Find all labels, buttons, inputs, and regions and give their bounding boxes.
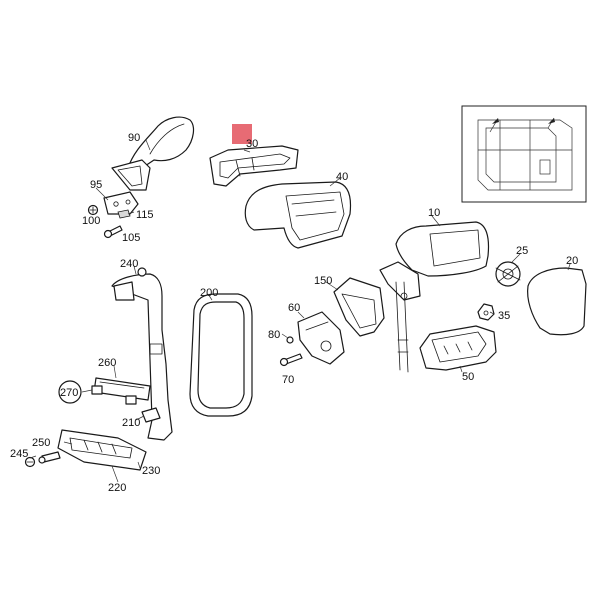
part-40-mirror-housing — [244, 181, 352, 249]
part-90-mirror-arm — [111, 116, 195, 191]
callout-90: 90 — [128, 132, 140, 144]
callout-10: 10 — [428, 207, 440, 219]
callout-60: 60 — [288, 302, 300, 314]
callout-70: 70 — [282, 374, 294, 386]
callout-270: 270 — [60, 387, 78, 399]
part-10-mirror-base — [379, 221, 490, 373]
callout-200: 200 — [200, 287, 218, 299]
leader-lines — [29, 139, 571, 483]
callout-245: 245 — [10, 448, 28, 460]
callout-220: 220 — [108, 482, 126, 494]
callout-50: 50 — [462, 371, 474, 383]
part-95-plate — [103, 191, 139, 219]
part-25-motor — [495, 261, 521, 287]
callout-260: 260 — [98, 357, 116, 369]
vehicle-inset — [461, 105, 587, 203]
callout-240: 240 — [120, 258, 138, 270]
callout-100: 100 — [82, 215, 100, 227]
part-60-bracket — [297, 311, 345, 365]
part-100-screw — [87, 204, 99, 216]
callout-80: 80 — [268, 329, 280, 341]
callout-95: 95 — [90, 179, 102, 191]
part-70-screw — [279, 353, 303, 367]
callout-230: 230 — [142, 465, 160, 477]
callout-35: 35 — [498, 310, 510, 322]
callout-25: 25 — [516, 245, 528, 257]
part-200-seal-frame — [189, 293, 253, 417]
part-220-base-plate — [57, 429, 147, 471]
part-150-cover — [333, 277, 385, 337]
part-105-bolt — [103, 225, 123, 239]
part-80-screw — [286, 336, 294, 344]
callout-115: 115 — [136, 209, 154, 221]
part-245-nut — [24, 456, 36, 468]
callout-210: 210 — [122, 417, 140, 429]
part-30-cover-trim — [209, 124, 299, 187]
highlight-marker — [232, 124, 252, 144]
callout-20: 20 — [566, 255, 578, 267]
part-240-support-rod — [111, 267, 173, 441]
part-20-mirror-glass — [527, 267, 587, 336]
part-250-washer — [38, 451, 61, 464]
part-210-clip — [141, 407, 161, 423]
callout-30: 30 — [246, 138, 258, 150]
callout-labels: 90 30 40 95 115 100 105 10 25 20 240 200… — [10, 132, 578, 494]
part-50-lower-housing — [419, 325, 497, 371]
callout-105: 105 — [122, 232, 140, 244]
part-35-clip — [477, 303, 495, 321]
callout-150: 150 — [314, 275, 332, 287]
callout-250: 250 — [32, 437, 50, 449]
callout-40: 40 — [336, 171, 348, 183]
